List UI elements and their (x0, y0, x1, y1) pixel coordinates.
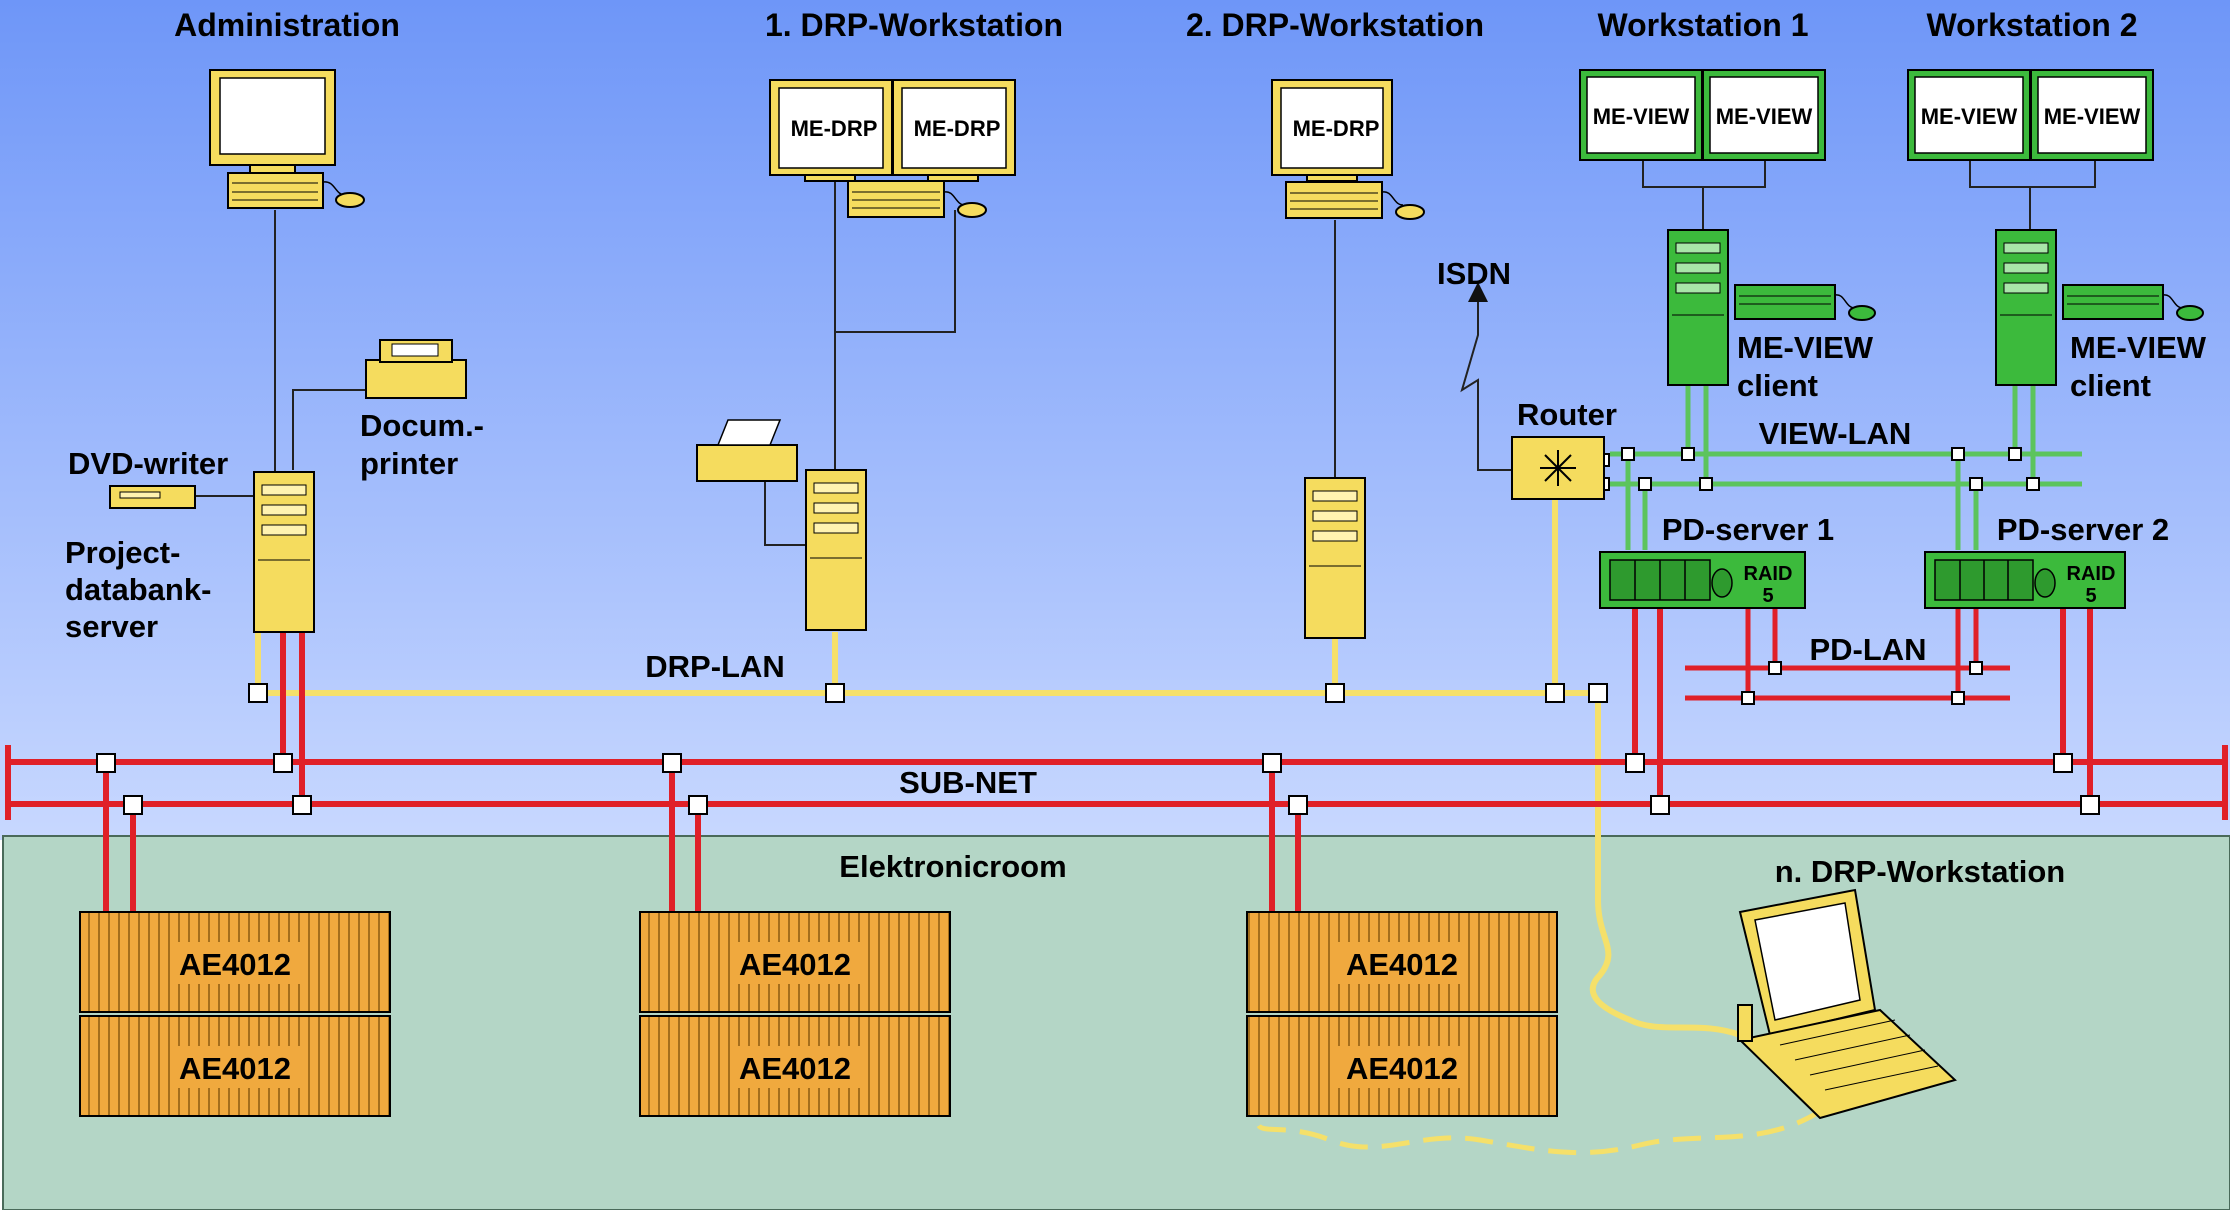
label-administration: Administration (174, 7, 400, 43)
me-view-1a: ME-VIEW (1593, 104, 1690, 129)
label-pd-server-1: PD-server 1 (1662, 512, 1834, 547)
label-raid-2: RAID (2067, 563, 2116, 585)
laptop-cable (1255, 1107, 1824, 1156)
label-docum-printer-2: printer (360, 446, 458, 481)
me-view-2a: ME-VIEW (1921, 104, 2018, 129)
me-drp-1b: ME-DRP (914, 116, 1001, 141)
router-icon (1511, 436, 1605, 500)
drp1-tower-pc-icon (805, 469, 867, 631)
labels: Administration 1. DRP-Workstation 2. DRP… (65, 7, 2207, 1086)
label-isdn: ISDN (1437, 256, 1511, 291)
ae4012-label-backgrounds (170, 942, 1467, 1088)
label-ae4012-2a: AE4012 (739, 947, 851, 982)
label-ws2: Workstation 2 (1927, 7, 2138, 43)
drp1-monitor-left-icon (769, 79, 893, 182)
drp1-keyboard-icon (847, 180, 945, 218)
label-elektronicroom: Elektronicroom (839, 849, 1066, 884)
label-meview-client-2a: ME-VIEW (2070, 330, 2207, 365)
ws2-mouse-icon (2162, 294, 2204, 321)
label-dvd-writer: DVD-writer (68, 446, 228, 481)
label-view-lan: VIEW-LAN (1759, 416, 1912, 451)
label-ae4012-2b: AE4012 (739, 1051, 851, 1086)
ae4012-racks (79, 911, 1558, 1117)
label-n-drp: n. DRP-Workstation (1775, 854, 2066, 889)
connection-lines (195, 160, 2096, 546)
label-raid-2-level: 5 (2085, 585, 2096, 607)
label-ae4012-1b: AE4012 (179, 1051, 291, 1086)
drp1-printer-icon (696, 419, 798, 482)
drp2-monitor-icon (1271, 79, 1393, 182)
label-meview-client-1b: client (1737, 368, 1818, 403)
label-sub-net: SUB-NET (899, 765, 1037, 800)
label-meview-client-1a: ME-VIEW (1737, 330, 1874, 365)
ws1-monitor-left-icon (1579, 69, 1703, 161)
docum-printer-icon (365, 339, 467, 399)
label-router: Router (1517, 397, 1617, 432)
label-drp1: 1. DRP-Workstation (765, 7, 1063, 43)
label-drp2: 2. DRP-Workstation (1186, 7, 1484, 43)
label-project-db-3: server (65, 609, 158, 644)
label-ae4012-3a: AE4012 (1346, 947, 1458, 982)
label-pd-server-2: PD-server 2 (1997, 512, 2169, 547)
admin-keyboard-icon (227, 172, 324, 209)
drp-lan (255, 500, 1742, 1038)
label-raid-1-level: 5 (1762, 585, 1773, 607)
ws2-monitor-left-icon (1907, 69, 2031, 161)
label-ws1: Workstation 1 (1598, 7, 1809, 43)
ws1-monitor-right-icon (1702, 69, 1826, 161)
label-project-db-1: Project- (65, 535, 180, 570)
drp2-keyboard-icon (1285, 181, 1383, 219)
lightning-arrow-icon (1468, 282, 1488, 302)
label-meview-client-2b: client (2070, 368, 2151, 403)
dvd-writer-icon (109, 485, 196, 509)
label-drp-lan: DRP-LAN (645, 649, 785, 684)
drp1-mouse-icon (943, 191, 987, 218)
label-docum-printer-1: Docum.- (360, 408, 484, 443)
ws2-keyboard-icon (2062, 284, 2164, 320)
project-databank-server-tower-pc-icon (253, 471, 315, 633)
me-drp-1a: ME-DRP (791, 116, 878, 141)
sub-net (5, 605, 2228, 912)
label-ae4012-3b: AE4012 (1346, 1051, 1458, 1086)
ws1-keyboard-icon (1734, 284, 1836, 320)
drp2-mouse-icon (1381, 191, 1425, 220)
label-ae4012-1a: AE4012 (179, 947, 291, 982)
label-raid-1: RAID (1744, 563, 1793, 585)
ws1-mouse-icon (1834, 294, 1876, 321)
ws1-tower-pc-icon (1667, 229, 1729, 386)
laptop-icon (1737, 888, 1957, 1120)
me-view-1b: ME-VIEW (1716, 104, 1813, 129)
ws2-monitor-right-icon (2030, 69, 2154, 161)
me-drp-2: ME-DRP (1293, 116, 1380, 141)
drp1-monitor-right-icon (892, 79, 1016, 182)
pd-server-2-rack-icon (1924, 551, 2126, 609)
label-project-db-2: databank- (65, 572, 211, 607)
admin-monitor-icon (209, 69, 336, 174)
label-pd-lan: PD-LAN (1809, 632, 1926, 667)
ws2-tower-pc-icon (1995, 229, 2057, 386)
pd-server-1-rack-icon (1599, 551, 1806, 609)
admin-mouse-icon (322, 181, 365, 208)
me-view-2b: ME-VIEW (2044, 104, 2141, 129)
drp2-tower-pc-icon (1304, 477, 1366, 639)
